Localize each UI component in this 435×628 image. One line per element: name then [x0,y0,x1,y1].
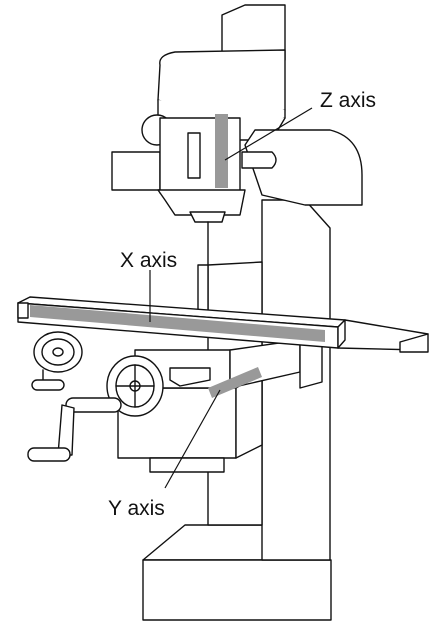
y-axis-bar [208,367,262,398]
z-axis-bar [215,114,228,188]
z-axis-leader [224,107,313,161]
leader-lines [149,107,313,489]
y-axis-label: Y axis [108,497,165,520]
machine-head [111,4,363,266]
axis-highlights [30,114,325,398]
x-axis-bar [30,305,325,342]
left-handwheel [31,331,83,391]
saddle-handwheel [106,355,164,417]
x-axis-label: X axis [120,249,177,272]
machine-knee [117,371,263,473]
z-axis-label: Z axis [320,89,376,112]
knee-crank [27,397,122,462]
y-axis-leader [164,389,221,489]
